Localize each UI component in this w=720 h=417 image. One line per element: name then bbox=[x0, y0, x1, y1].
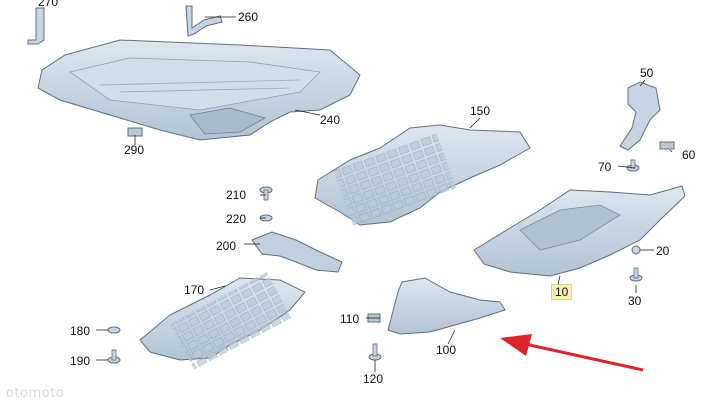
callout-270: 270 bbox=[38, 0, 59, 9]
part-70-rivet bbox=[626, 159, 640, 172]
callout-70: 70 bbox=[598, 160, 612, 174]
part-200-bracket bbox=[251, 231, 343, 273]
part-290-clip bbox=[127, 127, 143, 137]
callout-290: 290 bbox=[124, 143, 145, 157]
callout-180: 180 bbox=[70, 324, 91, 338]
part-240-panel bbox=[37, 39, 361, 141]
callout-210: 210 bbox=[226, 188, 247, 202]
part-120-rivet bbox=[368, 343, 382, 361]
callout-60: 60 bbox=[682, 148, 696, 162]
callout-30: 30 bbox=[628, 294, 642, 308]
callout-220: 220 bbox=[226, 212, 247, 226]
leader-lines bbox=[96, 16, 673, 372]
part-210-screw bbox=[259, 186, 273, 201]
callout-260: 260 bbox=[238, 10, 259, 24]
callout-150: 150 bbox=[470, 104, 491, 118]
callout-110: 110 bbox=[340, 312, 360, 326]
callout-190: 190 bbox=[70, 354, 91, 368]
callout-20: 20 bbox=[656, 244, 670, 258]
part-30-rivet bbox=[629, 267, 643, 282]
part-150-panel bbox=[314, 124, 531, 228]
watermark: otomoto bbox=[6, 386, 65, 401]
callout-240: 240 bbox=[320, 113, 341, 127]
callout-100: 100 bbox=[436, 343, 457, 357]
callout-10-highlighted: 10 bbox=[551, 284, 573, 300]
part-180-rivet bbox=[107, 326, 121, 334]
part-10-engine-cover bbox=[473, 185, 686, 277]
callout-50: 50 bbox=[640, 66, 654, 80]
callout-120: 120 bbox=[363, 372, 384, 386]
callout-200: 200 bbox=[216, 239, 237, 253]
part-20-nut bbox=[631, 245, 641, 255]
part-60-clip bbox=[659, 141, 675, 150]
callout-170: 170 bbox=[184, 283, 205, 297]
part-190-rivet bbox=[107, 349, 121, 364]
red-arrow-icon bbox=[500, 334, 644, 372]
part-50-bracket bbox=[619, 81, 661, 151]
part-170-panel bbox=[139, 272, 306, 370]
part-270-bracket bbox=[27, 7, 45, 45]
part-100-cover bbox=[387, 277, 506, 335]
part-260-bracket bbox=[185, 5, 223, 37]
